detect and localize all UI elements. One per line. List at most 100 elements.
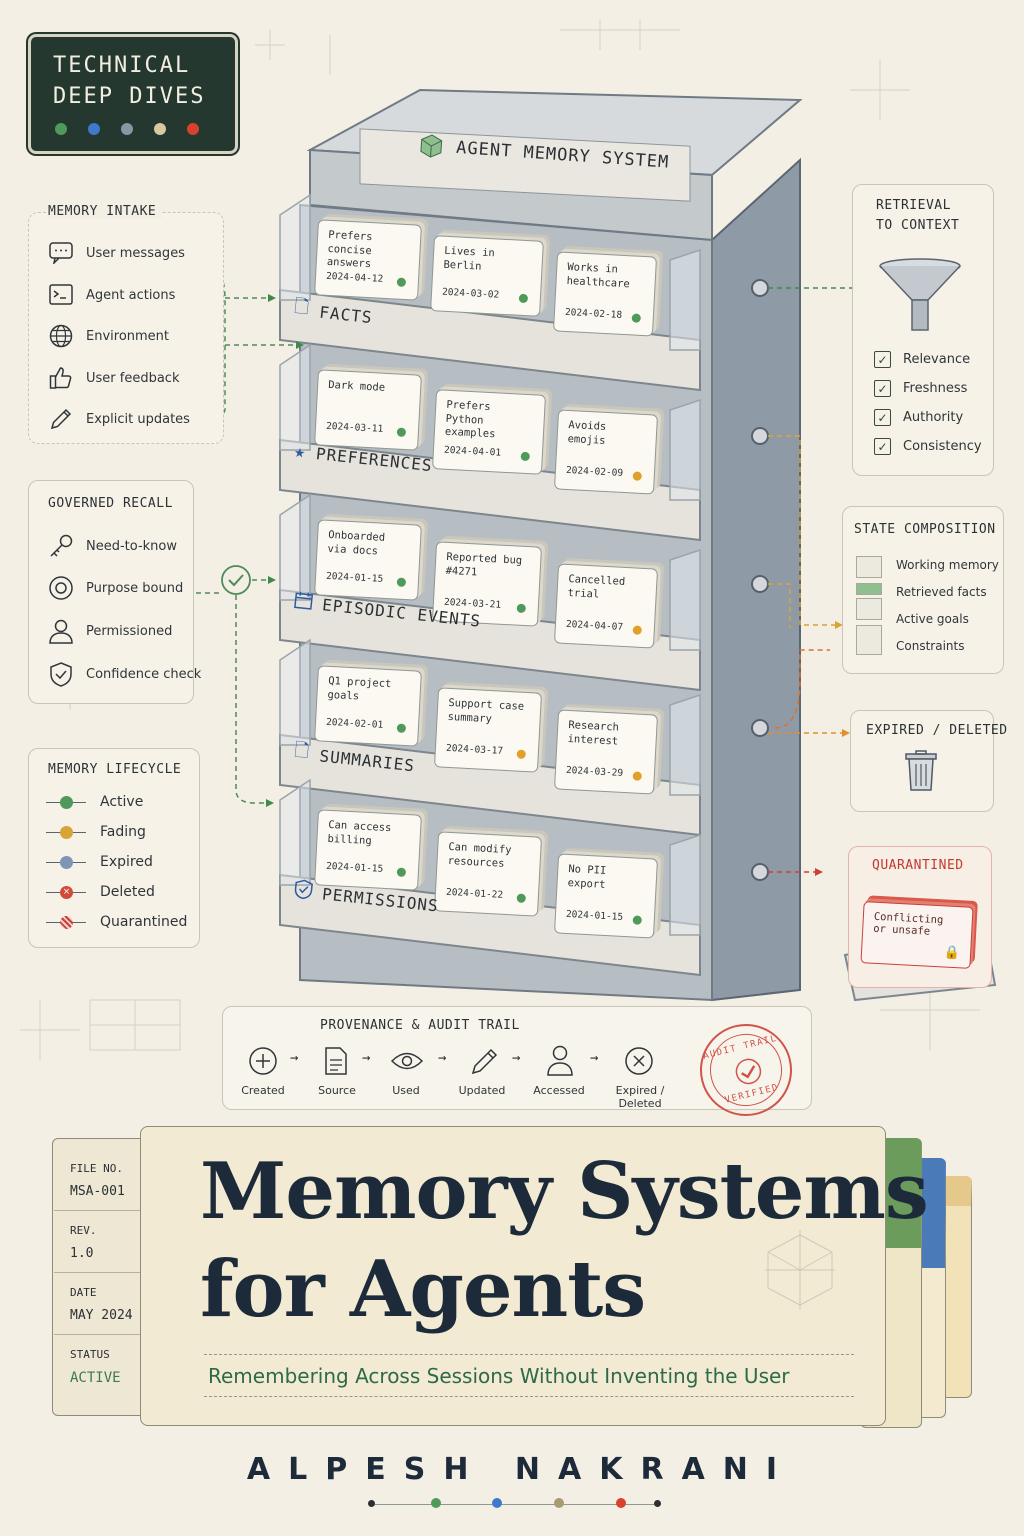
- meta-value: MSA-001: [70, 1184, 125, 1199]
- drawer-label: FACTS: [318, 302, 374, 327]
- card-status-dot: [631, 313, 642, 323]
- card-text: Q1 project goals: [327, 674, 392, 703]
- decorative-cube-icon: [765, 1230, 835, 1310]
- check-label: Relevance: [903, 352, 971, 367]
- card-text: Can access billing: [327, 818, 392, 847]
- calendar-icon: [293, 590, 314, 614]
- lifecycle-label: Fading: [100, 824, 146, 840]
- star-icon: ★: [293, 440, 308, 463]
- arrow-right-icon: →: [438, 1050, 447, 1066]
- intake-label: Explicit updates: [86, 411, 190, 427]
- retrieval-check: ✓Consistency: [874, 438, 982, 455]
- quarantined-card[interactable]: Conflicting or unsafe 🔒: [860, 901, 974, 969]
- governed-recall-title: GOVERNED RECALL: [48, 496, 173, 511]
- card-text: No PII export: [567, 863, 607, 891]
- card-date: 2024-02-09: [565, 464, 624, 479]
- card-status-dot: [632, 915, 643, 925]
- card-date: 2024-01-15: [325, 570, 384, 585]
- globe-icon: [48, 323, 74, 349]
- arrow-right-icon: →: [362, 1050, 371, 1066]
- card-text: Lives in Berlin: [443, 244, 496, 273]
- document-icon: 🗋: [293, 739, 312, 763]
- intake-item: Agent actions: [48, 282, 175, 308]
- memory-card[interactable]: No PII export 2024-01-15: [553, 853, 659, 939]
- audit-step-label: Created: [241, 1084, 285, 1097]
- state-label: Active goals: [896, 612, 969, 626]
- eye-icon: [390, 1052, 424, 1070]
- recall-label: Need-to-know: [86, 538, 177, 554]
- checkbox-checked-icon: ✓: [874, 351, 891, 368]
- shield-check-icon: [48, 661, 74, 687]
- lifecycle-label: Expired: [100, 854, 153, 870]
- card-status-dot: [396, 867, 407, 878]
- memory-lifecycle-title: MEMORY LIFECYCLE: [48, 762, 182, 777]
- subtitle-rule-bottom: [204, 1396, 854, 1397]
- person-icon: [547, 1045, 573, 1076]
- badge-dot: [121, 123, 133, 135]
- person-icon: [48, 618, 74, 644]
- retrieval-title-1: RETRIEVAL: [876, 198, 951, 213]
- lifecycle-item: ×Deleted: [46, 884, 155, 900]
- check-label: Authority: [903, 410, 964, 425]
- lock-icon: 🔒: [943, 945, 961, 962]
- pencil-icon: [471, 1048, 498, 1075]
- lifecycle-label: Deleted: [100, 884, 155, 900]
- card-status-dot: [516, 749, 527, 760]
- badge-dot: [154, 123, 166, 135]
- thumbs-up-icon: [48, 365, 74, 391]
- drawer-permissions[interactable]: PERMISSIONS: [293, 878, 440, 917]
- meta-key: STATUS: [70, 1348, 110, 1361]
- audit-step-label: Updated: [458, 1084, 506, 1097]
- meta-key: DATE: [70, 1286, 97, 1299]
- card-status-dot: [396, 277, 407, 288]
- intake-label: Agent actions: [86, 287, 176, 303]
- quarantined-title: QUARANTINED: [872, 858, 964, 873]
- lifecycle-item: Fading: [46, 824, 146, 840]
- card-status-dot: [396, 577, 407, 588]
- divider-dot: [368, 1500, 375, 1507]
- governed-recall-panel: [28, 480, 194, 704]
- card-date: 2024-01-15: [565, 908, 624, 923]
- state-label: Constraints: [896, 639, 965, 653]
- author-divider: [372, 1504, 654, 1505]
- x-circle-icon: [625, 1047, 653, 1075]
- card-text: Prefers concise answers: [326, 228, 373, 271]
- shield-icon: [293, 878, 313, 904]
- target-icon: [48, 575, 74, 601]
- lifecycle-label: Quarantined: [100, 914, 188, 930]
- author-dots: [364, 1498, 664, 1510]
- card-text: Support case summary: [447, 696, 525, 725]
- badge-dot: [187, 123, 199, 135]
- folder-front: [140, 1126, 886, 1426]
- subtitle-rule-top: [204, 1354, 854, 1355]
- card-text: Dark mode: [327, 378, 386, 394]
- arrow-right-icon: →: [512, 1050, 521, 1066]
- recall-label: Purpose bound: [86, 580, 184, 596]
- badge-dot: [88, 123, 100, 135]
- key-icon: [48, 533, 74, 559]
- intake-label: Environment: [86, 328, 170, 344]
- meta-value: 1.0: [70, 1246, 94, 1261]
- card-text: Cancelled trial: [567, 573, 626, 601]
- divider-dot: [616, 1498, 626, 1508]
- fading-status-dot: [60, 825, 73, 839]
- state-label: Working memory: [896, 558, 999, 572]
- chat-icon: [48, 240, 74, 266]
- drawer-episodic-events[interactable]: EPISODIC EVENTS: [293, 590, 482, 631]
- stack-layer: [856, 556, 882, 578]
- drawer-label: SUMMARIES: [318, 745, 416, 775]
- divider-dot: [654, 1500, 661, 1507]
